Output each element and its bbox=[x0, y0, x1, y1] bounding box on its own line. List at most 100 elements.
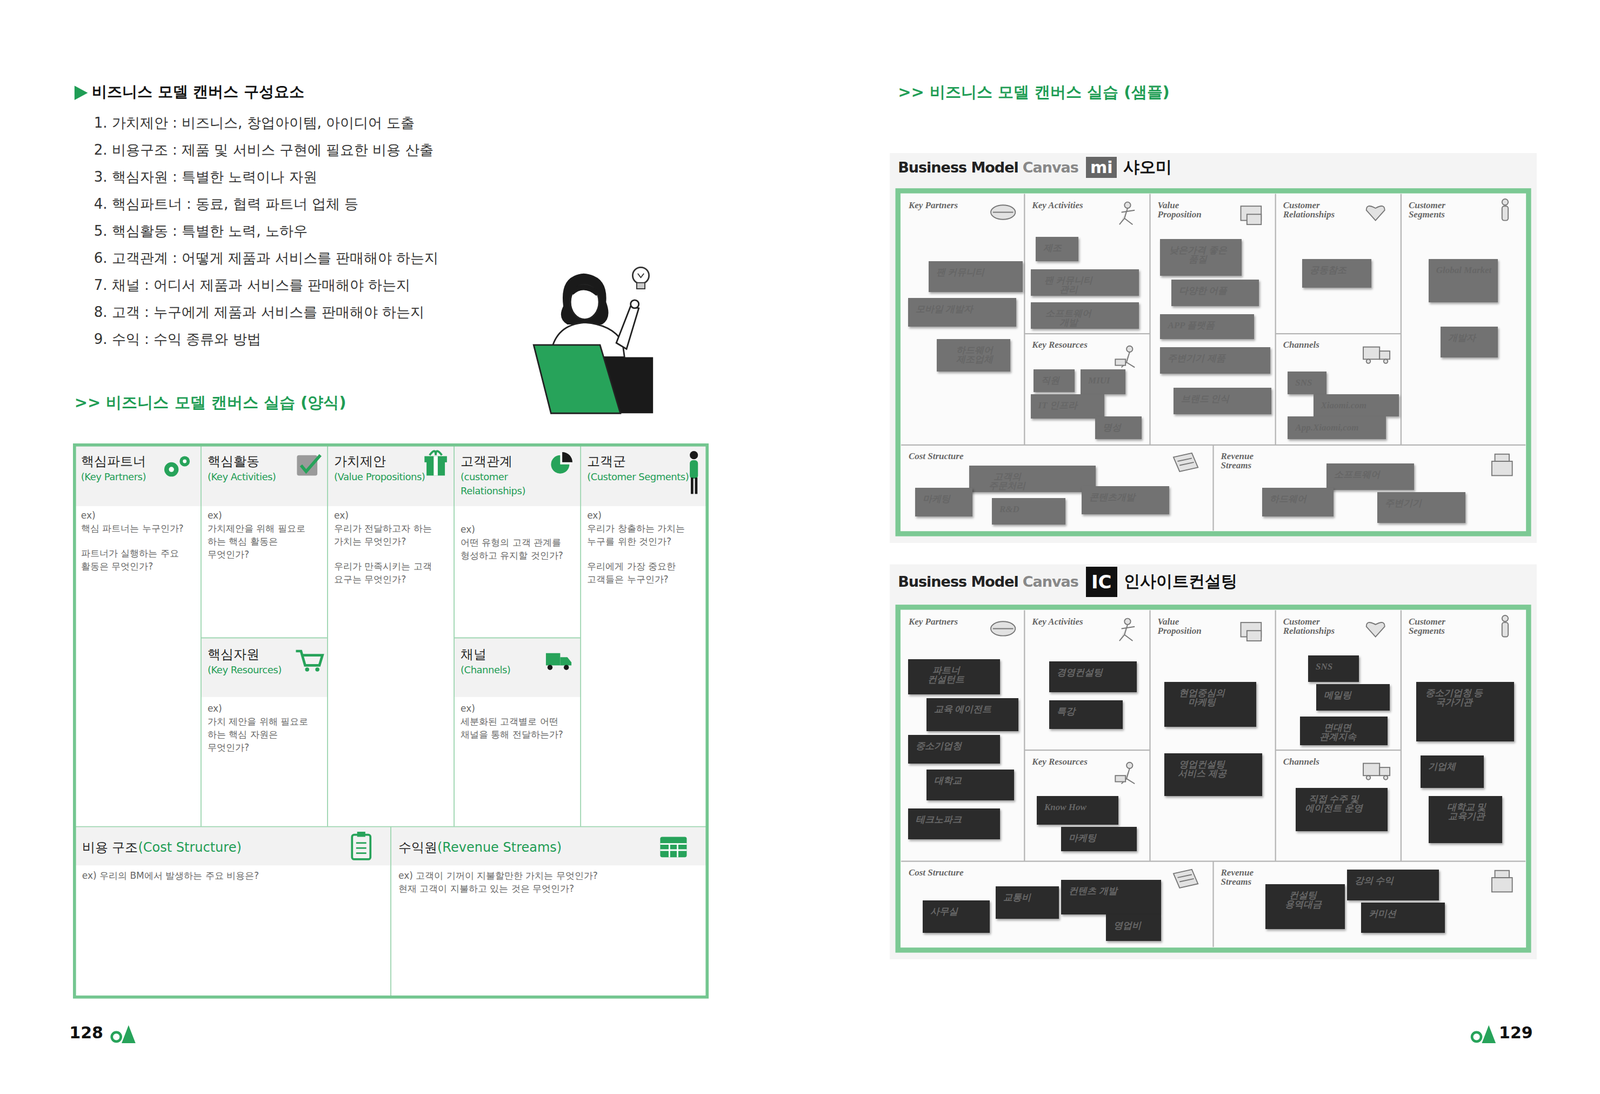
block-label: Key Partners bbox=[908, 616, 958, 626]
sticky-note: 소프트웨어 개발 bbox=[1030, 302, 1139, 329]
company-logo: IC bbox=[1085, 566, 1118, 597]
note-text: 마케팅 bbox=[1068, 832, 1097, 843]
canvas-block: Cost Structure고객의 주문처리마케팅R&D콘텐츠개발 bbox=[901, 444, 1214, 531]
cell-subheading: (Key Partners) bbox=[81, 469, 196, 484]
sticky-note: 다양한 어플 bbox=[1171, 279, 1259, 306]
canvas-block: Cost Structure사무실교통비컨텐츠 개발영업비 bbox=[901, 861, 1214, 948]
note-text: 기업체 bbox=[1428, 761, 1456, 771]
sticky-note: 고객의 주문처리 bbox=[969, 465, 1096, 492]
note-text: 파트너 컨설턴트 bbox=[915, 665, 977, 684]
cell-subheading: (Key Activities) bbox=[207, 469, 323, 484]
cell-subheading: (Key Resources) bbox=[207, 662, 323, 677]
note-text: Xiaomi.com bbox=[1321, 400, 1368, 410]
note-text: 제조 bbox=[1043, 243, 1062, 253]
sticky-note: 소프트웨어 bbox=[1326, 463, 1415, 490]
block-label: Customer Segments bbox=[1408, 200, 1470, 219]
sticky-note: 주변기기 제품 bbox=[1160, 347, 1271, 374]
note-text: 소프트웨어 bbox=[1334, 469, 1380, 479]
sticky-note: 명성 bbox=[1095, 416, 1143, 439]
canvas-cell: 고객군(Customer Segments)ex)우리가 창출하는 가치는 누구… bbox=[580, 444, 708, 827]
note-text: 다양한 어플 bbox=[1178, 285, 1228, 296]
sticky-note: 팬 커뮤니티 관리 bbox=[1030, 269, 1139, 296]
sample-canvas bbox=[897, 190, 1529, 534]
company-logo: mi bbox=[1085, 156, 1118, 178]
canvas-title: Business Model bbox=[897, 158, 1019, 176]
cell-hint: 세분화된 고객별로 어떤 채널을 통해 전달하는가? bbox=[460, 714, 576, 741]
list-item: 7. 채널 : 어디서 제품과 서비스를 판매해야 하는지 bbox=[94, 275, 411, 295]
canvas-block: Key Partners팬 커뮤니티모바일 개발자하드웨어 제조업체 bbox=[901, 194, 1025, 445]
block-label: Key Partners bbox=[908, 200, 958, 210]
canvas-block: Customer SegmentsGlobal Market개발자 bbox=[1401, 194, 1526, 445]
cell-heading: 핵심활동 bbox=[207, 452, 323, 470]
block-label: Revenue Streams bbox=[1221, 451, 1282, 470]
note-text: 중소기업청 bbox=[915, 741, 962, 751]
note-text: APP 플랫폼 bbox=[1167, 320, 1215, 330]
canvas-cell: 가치제안(Value Propositions)ex)우리가 전달하고자 하는 … bbox=[327, 444, 455, 827]
sticky-note: 직원 bbox=[1033, 369, 1075, 392]
list-item: 5. 핵심활동 : 특별한 노력, 노하우 bbox=[94, 221, 308, 241]
note-text: 컨텐츠 개발 bbox=[1068, 885, 1117, 896]
sticky-note: 컨설팅 용역대금 bbox=[1265, 883, 1345, 929]
canvas-title: Canvas bbox=[1022, 158, 1079, 176]
note-text: SNS bbox=[1315, 661, 1333, 671]
note-text: 팬 커뮤니티 bbox=[936, 267, 985, 277]
canvas-block: Value Proposition낮은가격 좋은 품질다양한 어플APP 플랫폼… bbox=[1150, 194, 1276, 445]
sticky-note: 개발자 bbox=[1440, 326, 1498, 358]
canvas-block: Key Activities 제조팬 커뮤니티 관리소프트웨어 개발 bbox=[1024, 194, 1150, 335]
cell-hint: ex) 고객이 기꺼이 지불할만한 가치는 무엇인가? bbox=[398, 868, 701, 882]
sticky-note: 커미션 bbox=[1361, 902, 1445, 933]
canvas-title: Canvas bbox=[1022, 572, 1079, 590]
canvas-block: Key Activities경영컨설팅특강 bbox=[1024, 610, 1150, 751]
sticky-note: 영업컨설팅 서비스 제공 bbox=[1164, 752, 1263, 796]
cell-hint: 가치 제안을 위해 필요로 하는 핵심 자원은 무엇인가? bbox=[207, 714, 323, 754]
sticky-note: 마케팅 bbox=[915, 487, 973, 517]
cell-hint: ex) bbox=[207, 701, 323, 715]
block-label: Key Activities bbox=[1031, 616, 1083, 626]
note-text: Know How bbox=[1044, 802, 1087, 812]
sticky-note: 대학교 bbox=[926, 769, 1015, 800]
block-label: Key Activities bbox=[1031, 200, 1083, 210]
canvas-block: Customer Relationships공동참조 bbox=[1275, 194, 1402, 335]
cell-hint: 우리에게 가장 중요한 고객들은 누구인가? bbox=[587, 559, 702, 586]
page-number: 129 bbox=[1498, 1022, 1533, 1042]
sticky-note: 제조 bbox=[1035, 236, 1079, 262]
note-text: 커미션 bbox=[1368, 908, 1397, 918]
cell-subheading: (Channels) bbox=[460, 662, 576, 677]
note-text: 사무실 bbox=[930, 906, 958, 916]
canvas-header: Business ModelCanvasmi샤오미 bbox=[897, 156, 1172, 179]
note-text: App.Xiaomi,com bbox=[1295, 422, 1356, 432]
cell-heading: 핵심파트너 bbox=[81, 452, 196, 470]
block-label: Customer Relationships bbox=[1283, 616, 1344, 636]
block-label: Key Resources bbox=[1031, 340, 1088, 350]
note-text: 공동참조 bbox=[1309, 265, 1347, 275]
cell-heading: 고객관계 bbox=[460, 452, 576, 470]
canvas-block: Value Proposition현업중심의 마케팅영업컨설팅 서비스 제공 bbox=[1150, 610, 1276, 862]
sticky-note: 강의 수익 bbox=[1347, 869, 1439, 900]
sticky-note: 마케팅 bbox=[1061, 826, 1137, 851]
block-label: Cost Structure bbox=[908, 451, 964, 461]
sticky-note: 주변기기 bbox=[1377, 491, 1465, 523]
block-label: Customer Segments bbox=[1408, 616, 1470, 636]
note-text: 대학교 bbox=[934, 775, 962, 785]
canvas-block: Key Partners파트너 컨설턴트교육 에이전트중소기업청대학교테크노파크 bbox=[901, 610, 1025, 862]
cell-hint: ex) bbox=[81, 508, 196, 522]
block-label: Value Proposition bbox=[1157, 200, 1219, 219]
note-text: 컨설팅 용역대금 bbox=[1272, 890, 1334, 909]
sticky-note: 컨텐츠 개발 bbox=[1061, 879, 1162, 915]
note-text: 경영컨설팅 bbox=[1056, 667, 1103, 677]
company-name: 인사이트컨설팅 bbox=[1123, 570, 1238, 593]
cell-hint: 현재 고객이 지불하고 있는 것은 무엇인가? bbox=[398, 881, 701, 895]
note-text: 마케팅 bbox=[922, 494, 951, 504]
note-text: 강의 수익 bbox=[1354, 875, 1394, 885]
note-text: 영업컨설팅 서비스 제공 bbox=[1171, 759, 1233, 778]
cell-hint: 우리가 전달하고자 하는 가치는 무엇인가? bbox=[334, 521, 449, 548]
note-text: 개발자 bbox=[1448, 332, 1476, 343]
note-text: 직접 수주 및 에이전트 운영 bbox=[1303, 794, 1364, 813]
cell-hint: 핵심 파트너는 누구인가? bbox=[81, 521, 196, 535]
cell-hint: 파트너가 실행하는 주요 활동은 무엇인가? bbox=[81, 546, 196, 573]
cell-hint: ex) bbox=[460, 701, 576, 715]
canvas-cell: 핵심자원(Key Resources)ex)가치 제안을 위해 필요로 하는 핵… bbox=[201, 637, 328, 827]
note-text: 직원 bbox=[1041, 375, 1060, 385]
